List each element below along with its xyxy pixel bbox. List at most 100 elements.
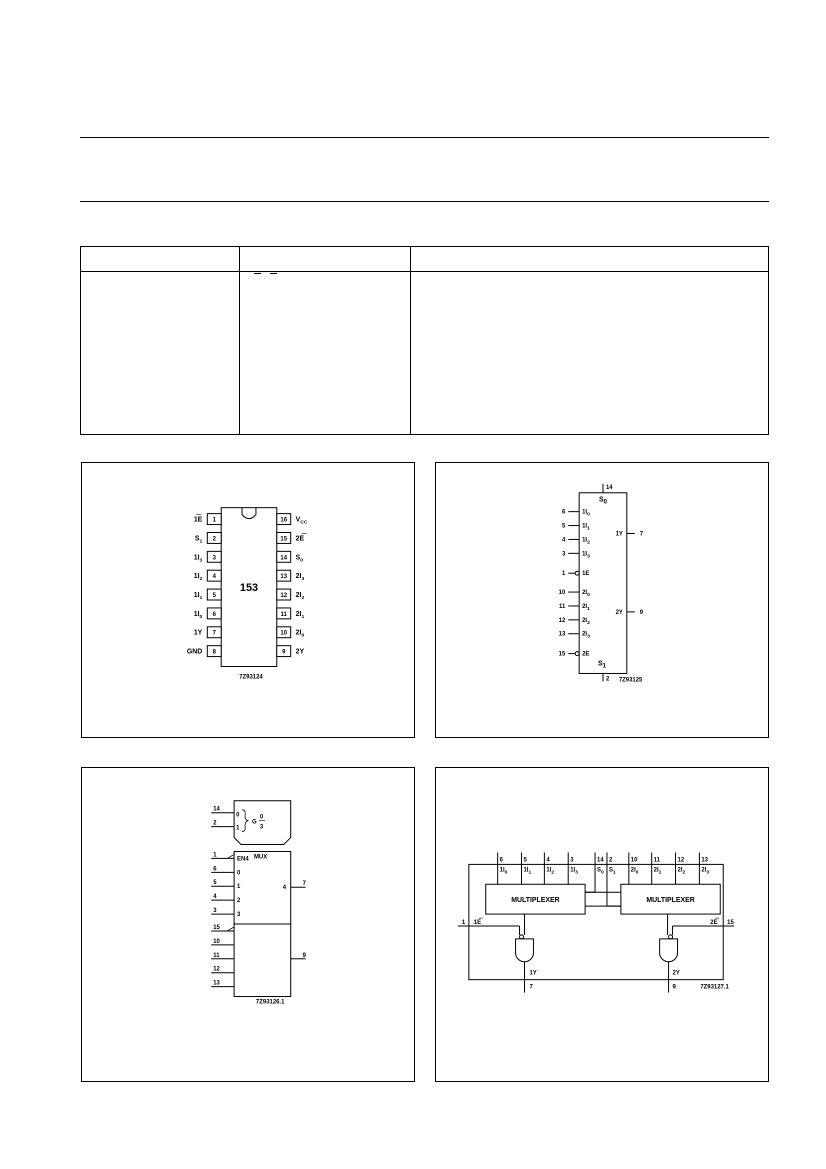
select-pin-number: 2 [213, 821, 217, 827]
pin-name-label: S1 [195, 535, 203, 544]
quick-reference-table [80, 246, 769, 435]
input-label: 1I3 [570, 867, 578, 875]
output-label: 2Y [616, 610, 623, 616]
package-notch [241, 507, 257, 520]
table-column-divider [410, 247, 411, 434]
pin-box-right [276, 569, 292, 582]
pin-number: 5 [213, 593, 217, 599]
s0-pin-number: 14 [606, 485, 613, 491]
pin-number: 8 [213, 650, 217, 656]
multiplexer-label-2: MULTIPLEXER [646, 897, 694, 904]
input-pin-number: 11 [654, 857, 661, 863]
input-pin-number: 5 [562, 524, 566, 530]
pin-box-right [276, 645, 292, 658]
pin-box-right [276, 626, 292, 639]
input-label: 2I2 [582, 618, 590, 626]
output-label: 4 [283, 885, 287, 891]
pin-name-label: 2Y [296, 649, 305, 656]
pin-number: 14 [280, 555, 287, 561]
input-label: 2I3 [582, 632, 590, 640]
input-pin-number: 4 [213, 894, 217, 900]
pin-name-label: 2E [296, 535, 305, 542]
pin-name-label: 2I1 [296, 611, 305, 620]
enable-1-pin-number: 1 [462, 920, 466, 926]
pin-box-left [206, 513, 222, 526]
input-pin-number: 13 [559, 632, 566, 638]
top-rule [80, 137, 769, 138]
diagram-code: 7Z93127.1 [700, 985, 729, 991]
input-pin-number: 5 [524, 857, 528, 863]
enable-2-pin-number: 15 [727, 920, 734, 926]
pin-name-label: 2I3 [296, 573, 305, 582]
s0-label: S0 [599, 497, 608, 506]
multiplexer-block-2 [620, 883, 721, 915]
select-pin-number: 14 [213, 807, 220, 813]
diagram-code: 7Z93126.1 [256, 999, 285, 1005]
pin-name-label: 2I2 [296, 592, 305, 601]
and-gate-2 [659, 938, 679, 963]
pin-box-left [206, 645, 222, 658]
pin-number: 10 [280, 631, 287, 637]
input-pin-number: 6 [213, 866, 217, 872]
pin-box-left [206, 550, 222, 563]
input-label: 2I3 [701, 867, 709, 875]
pin-box-right [276, 588, 292, 601]
pin-name-label: GND [187, 649, 202, 656]
enable-1-bubble [519, 934, 524, 940]
pin-name-label: 1E [194, 517, 203, 524]
pin-number: 13 [280, 574, 287, 580]
active-low-mark [226, 854, 235, 859]
outline-box [468, 863, 724, 981]
input-label: 1I3 [582, 551, 590, 559]
input-label: 1I1 [582, 524, 590, 532]
input-label: 2I1 [654, 867, 662, 875]
input-pin-number: 12 [678, 857, 685, 863]
input-label: 2I2 [678, 867, 686, 875]
pin-box-right [276, 531, 292, 544]
input-label: 1E [582, 571, 589, 577]
g-numerator: 0 [260, 815, 264, 821]
iec-logic-symbol-diagram: 14 2 0 1 G 0 3 MUX 4 7 9 7Z93126.1 1EN46… [211, 800, 307, 1005]
pin-number: 11 [281, 612, 288, 618]
second-rule [80, 201, 769, 202]
multiplexer-block-1 [485, 883, 586, 915]
input-pin-number: 11 [559, 604, 566, 610]
pin-name-label: 1I0 [194, 611, 203, 620]
pin-box-right [276, 607, 292, 620]
input-pin-number: 3 [562, 551, 566, 557]
pin-number: 9 [282, 650, 286, 656]
part-number-label: 153 [240, 582, 258, 594]
input-pin-number: 5 [213, 880, 217, 886]
input-label: 1I0 [582, 510, 590, 518]
output-1y-label: 1Y [529, 971, 536, 977]
pin-number: 7 [213, 631, 217, 637]
pin-name-label: VCC [296, 517, 308, 526]
input-label: 3 [237, 912, 241, 918]
enable-1-label: 1E [474, 920, 481, 926]
select-pin-label: 0 [236, 813, 240, 819]
pin-box-left [206, 626, 222, 639]
input-label: 1I2 [546, 867, 554, 875]
pin-number: 12 [280, 593, 287, 599]
input-pin-number: 12 [559, 618, 566, 624]
pin-number: 2 [213, 536, 217, 542]
input-label: 2I0 [631, 867, 639, 875]
input-pin-number: 3 [570, 857, 574, 863]
select-brace [242, 809, 250, 832]
input-label: 1 [237, 884, 241, 890]
g-denominator: 3 [260, 825, 264, 831]
pin-box-left [206, 607, 222, 620]
pin-number: 15 [280, 536, 287, 542]
pin-box-right [276, 550, 292, 563]
enable-2-bubble [668, 934, 674, 940]
table-column-divider [239, 247, 240, 434]
input-pin-number: 15 [559, 652, 566, 658]
s1-label: S1 [598, 661, 607, 670]
input-pin-number: 1 [562, 571, 566, 577]
output-label: 1Y [616, 531, 623, 537]
input-pin-number: 10 [559, 590, 566, 596]
pin-name-label: 1I1 [194, 592, 203, 601]
output-2y-pin-number: 9 [673, 985, 677, 991]
